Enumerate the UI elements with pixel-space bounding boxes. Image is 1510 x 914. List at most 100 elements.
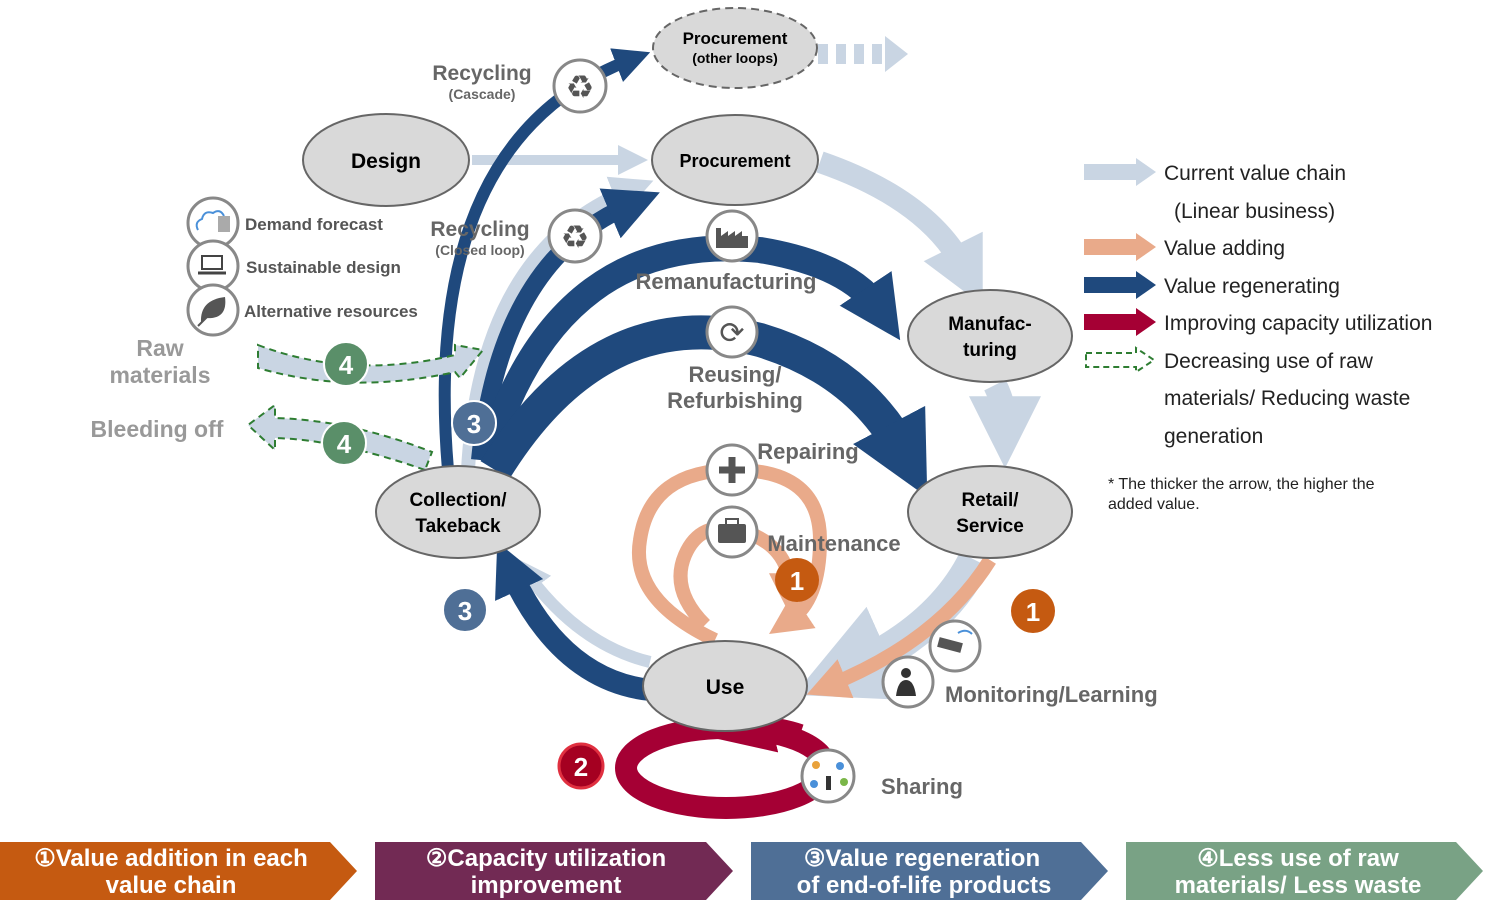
nodes: Procurement (other loops) Design Procure… [302,7,1073,732]
node-manufacturing-line2: turing [963,340,1017,361]
node-collection-line2: Takeback [415,516,501,537]
arrow-monitoring [806,556,996,699]
recycling-closed-label: Recycling [430,218,529,241]
node-manufacturing[interactable]: Manufac- turing [907,289,1073,383]
arrow-use-collection-dark [495,541,652,701]
banner-1-line1: ①Value addition in each [34,845,308,872]
legend-current-line1: Current value chain [1164,162,1346,185]
legend-current-line2: (Linear business) [1174,200,1335,223]
node-procurement-other-line2: (other loops) [692,50,778,66]
legend-decreasing-line2: materials/ Reducing waste [1164,387,1410,410]
leaf-icon [186,283,240,337]
node-procurement[interactable]: Procurement [651,114,819,206]
banner-less-raw-materials: ④Less use of raw materials/ Less waste [1126,842,1483,900]
refresh-icon: ⟳ [705,305,759,359]
badge-one-text: 1 [790,566,804,596]
dotted-arrow-other-loops [818,36,908,72]
sharing-label: Sharing [881,774,963,799]
monitoring-label: Monitoring/Learning [945,682,1158,707]
plus-icon [705,443,759,497]
badge-four-text: 4 [337,429,352,459]
arrow-raw-materials [257,343,485,384]
legend-value-adding: Value adding [1084,233,1285,261]
legend-current: Current value chain (Linear business) [1084,158,1346,223]
banner-3-line2: of end-of-life products [797,872,1052,899]
badge-one: 1 [1011,589,1055,633]
node-use[interactable]: Use [642,640,808,732]
svg-text:⟳: ⟳ [719,317,744,350]
node-use-label: Use [706,676,745,699]
legend: Current value chain (Linear business) Va… [1084,158,1432,513]
legend-note-line1: * The thicker the arrow, the higher the [1108,476,1375,493]
sustainable-design-label: Sustainable design [246,258,401,277]
badge-two-text: 2 [574,752,588,782]
badge-two: 2 [557,742,605,790]
node-collection[interactable]: Collection/ Takeback [375,465,541,559]
banner-value-regeneration: ③Value regeneration of end-of-life produ… [751,842,1108,900]
icons: ♻ ♻ ⟳ [186,58,982,804]
badge-one: 1 [775,558,819,602]
banner-value-addition: ①Value addition in each value chain [0,842,357,900]
node-retail-line1: Retail/ [961,490,1019,511]
node-procurement-other-line1: Procurement [683,29,788,48]
node-procurement-other[interactable]: Procurement (other loops) [652,7,818,89]
legend-decreasing: Decreasing use of raw materials/ Reducin… [1085,346,1410,448]
alternative-resources-label: Alternative resources [244,302,418,321]
arrow-remanufacturing [477,235,901,454]
recycling-cascade-label: Recycling [432,62,531,85]
banner-capacity-utilization: ②Capacity utilization improvement [375,842,733,900]
reusing-line2: Refurbishing [667,388,803,413]
legend-value-regenerating: Value regenerating [1084,271,1340,299]
svg-text:♻: ♻ [566,69,595,105]
recycle-icon: ♻ [552,58,608,114]
recycling-cascade-sub: (Cascade) [449,86,516,102]
banner-2-line2: improvement [471,872,622,899]
node-manufacturing-line1: Manufac- [948,314,1031,335]
raw-materials-line1: Raw [136,335,183,361]
banner-2-line1: ②Capacity utilization [426,845,666,872]
node-design[interactable]: Design [302,113,470,207]
legend-capacity-text: Improving capacity utilization [1164,312,1432,335]
remanufacturing-label: Remanufacturing [636,269,817,294]
reusing-line1: Reusing/ [689,362,782,387]
legend-value-adding-text: Value adding [1164,237,1285,260]
arrow-procurement-manufacturing [816,151,983,306]
raw-materials-line2: materials [109,362,210,388]
node-retail[interactable]: Retail/ Service [907,465,1073,559]
banner-4-line1: ④Less use of raw [1197,845,1399,872]
banner-3-line1: ③Value regeneration [804,845,1040,872]
person-icon [881,655,935,709]
badge-three-text: 3 [458,596,472,626]
cloud-database-icon [186,196,240,250]
repairing-label: Repairing [757,439,858,464]
badge-three: 3 [442,587,488,633]
badge-four: 4 [323,341,369,387]
labels: Recycling (Cascade) Recycling (Closed lo… [91,62,1158,799]
banner-1-line2: value chain [106,872,237,899]
node-design-label: Design [351,150,421,173]
badge-four-text: 4 [339,350,354,380]
recycling-closed-sub: (Closed loop) [435,242,524,258]
node-retail-line2: Service [956,516,1024,537]
badges: 1 1 2 3 3 4 4 [321,341,1055,790]
node-collection-line1: Collection/ [409,490,507,511]
legend-decreasing-line1: Decreasing use of raw [1164,350,1374,373]
banners: ①Value addition in each value chain ②Cap… [0,842,1483,900]
badge-three-text: 3 [467,409,481,439]
legend-note-line2: added value. [1108,496,1200,513]
badge-three: 3 [451,400,497,446]
bleeding-off-label: Bleeding off [91,416,224,442]
banner-4-line2: materials/ Less waste [1175,872,1422,899]
factory-icon [705,209,759,263]
maintenance-label: Maintenance [767,531,900,556]
camera-icon [928,619,982,673]
badge-one-text: 1 [1026,597,1040,627]
network-icon [800,748,856,804]
recycle-icon: ♻ [547,208,603,264]
svg-text:♻: ♻ [561,219,590,255]
legend-capacity: Improving capacity utilization [1084,308,1432,336]
legend-decreasing-line3: generation [1164,425,1263,448]
arrow-manufacturing-retail [968,379,1041,469]
laptop-icon [186,239,240,293]
